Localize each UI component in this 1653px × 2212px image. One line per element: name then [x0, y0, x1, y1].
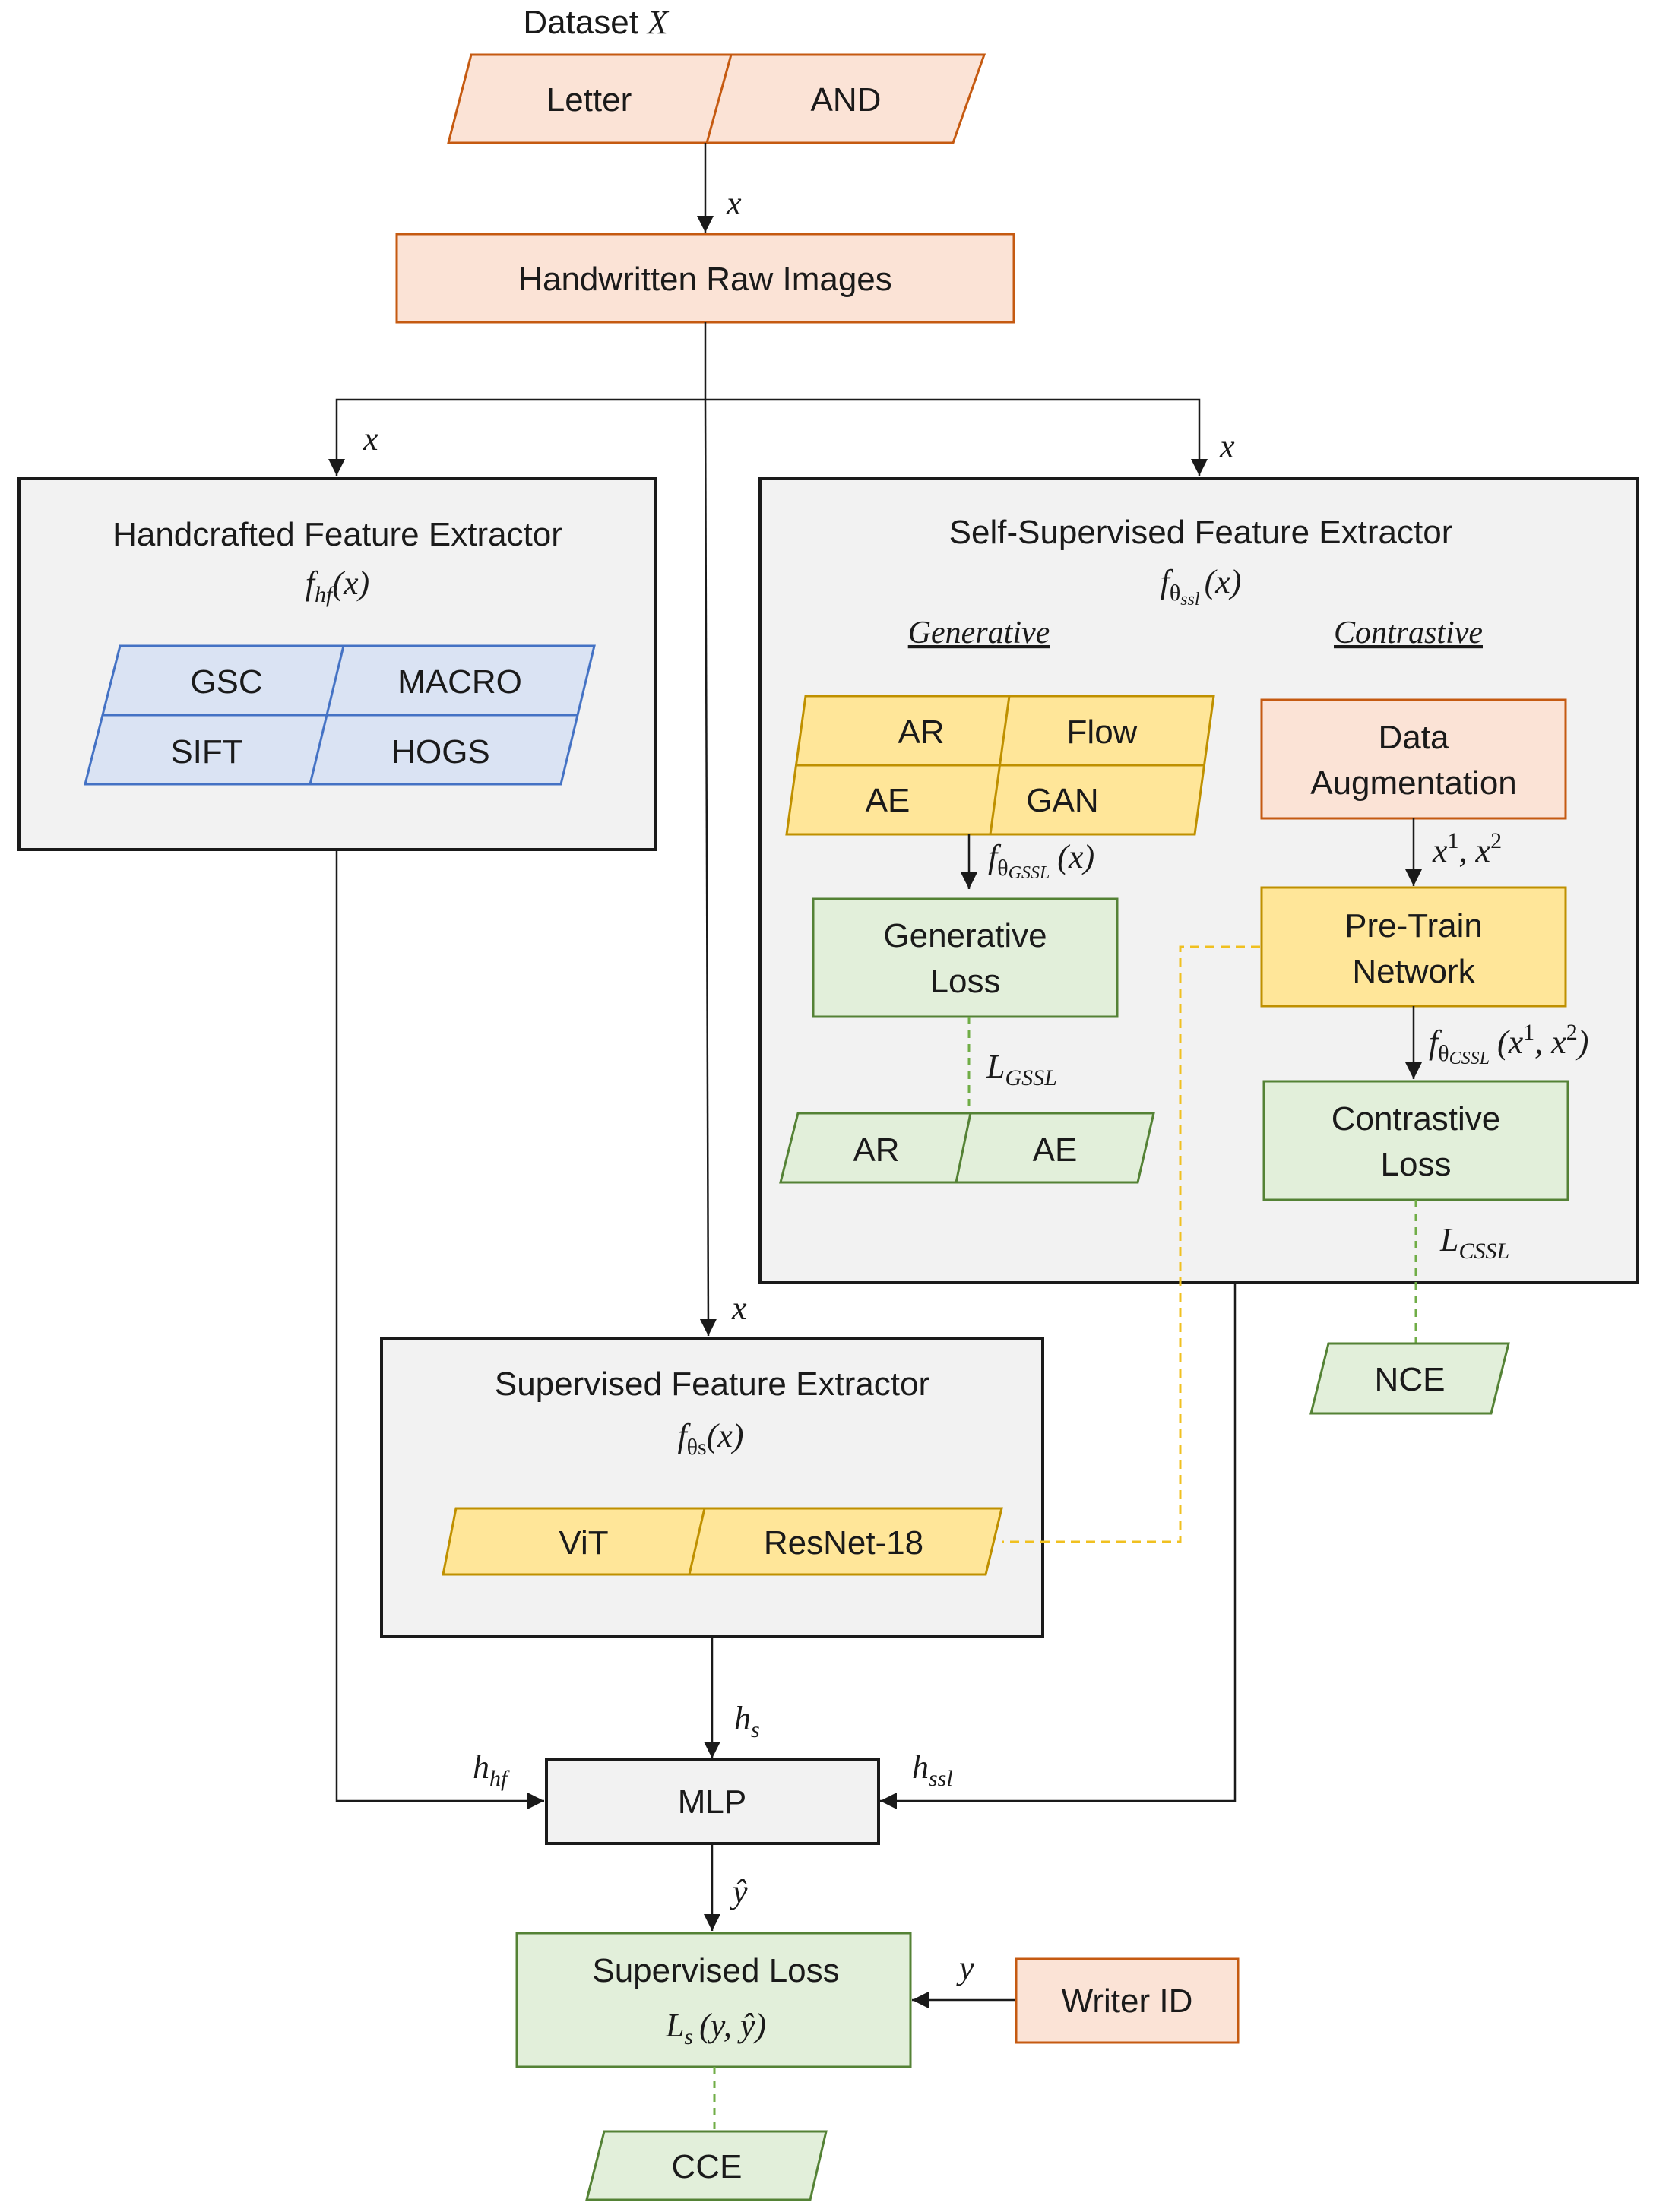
dataset-title-text: Dataset — [523, 4, 638, 41]
dataset-title: Dataset X — [523, 4, 670, 41]
handcrafted-extractor: Handcrafted Feature Extractor fhf(x) GSC… — [17, 477, 657, 851]
cssl-loss-var: LCSSL — [1439, 1221, 1509, 1264]
augmentation-line2: Augmentation — [1310, 764, 1517, 802]
writer-id-label: Writer ID — [1062, 1983, 1193, 2020]
supervised-loss-title: Supervised Loss — [592, 1952, 839, 1989]
contrastive-header: Contrastive — [1334, 615, 1483, 650]
generative-methods: AR Flow AE GAN — [785, 695, 1215, 836]
dataset-parallelogram: Letter AND — [447, 53, 986, 144]
handcrafted-title: Handcrafted Feature Extractor — [112, 516, 562, 553]
cssl-func-label: fθCSSL(x1, x2) — [1429, 1020, 1588, 1068]
edge-label-x-4: x — [731, 1290, 747, 1327]
ssl-title: Self-Supervised Feature Extractor — [949, 514, 1453, 551]
nce-label: NCE — [1375, 1361, 1446, 1398]
closs-line1: Contrastive — [1332, 1100, 1501, 1138]
gen-method-gan: GAN — [1026, 782, 1098, 819]
mlp-in-hf: hhf — [473, 1748, 510, 1791]
gen-loss-items: AR AE — [779, 1112, 1155, 1184]
mlp-in-ssl: hssl — [912, 1748, 953, 1791]
gen-loss-item-ae: AE — [1033, 1131, 1078, 1169]
supervised-loss-box: Supervised Loss Ls(y, ŷ) — [515, 1932, 912, 2068]
edge-label-x-3: x — [1219, 428, 1235, 465]
raw-images-box: Handwritten Raw Images — [395, 233, 1015, 324]
nce-box: NCE — [1309, 1342, 1510, 1415]
gen-loss-line1: Generative — [883, 917, 1047, 954]
augmentation-box: Data Augmentation — [1260, 698, 1567, 820]
supervised-extractor: Supervised Feature Extractor fθs(x) ViT … — [380, 1337, 1044, 1638]
gen-loss-item-ar: AR — [853, 1131, 899, 1169]
supervised-title: Supervised Feature Extractor — [495, 1365, 929, 1403]
gen-loss-line2: Loss — [930, 963, 1001, 1000]
method-hogs: HOGS — [391, 733, 490, 771]
mlp-box: MLP — [545, 1758, 880, 1845]
augmentation-line1: Data — [1379, 719, 1449, 756]
generative-loss-box: Generative Loss — [812, 897, 1119, 1018]
method-resnet: ResNet-18 — [764, 1524, 923, 1562]
cce-box: CCE — [585, 2130, 828, 2201]
method-gsc: GSC — [190, 663, 262, 701]
pretrain-resnet-link — [1002, 945, 1260, 1543]
raw-images-label: Handwritten Raw Images — [518, 261, 892, 298]
pretrain-line1: Pre-Train — [1344, 907, 1483, 945]
ssl-extractor: Self-Supervised Feature Extractor fθssl(… — [758, 477, 1639, 1284]
gen-method-flow: Flow — [1067, 714, 1138, 751]
dataset-var: X — [646, 4, 670, 41]
arrow-ssl-to-mlp — [880, 1283, 1237, 1809]
cce-label: CCE — [672, 2148, 743, 2185]
pretrain-line2: Network — [1352, 953, 1475, 990]
supervised-methods: ViT ResNet-18 — [442, 1507, 1003, 1576]
supervised-loss-formula: Ls(y, ŷ) — [665, 2007, 766, 2049]
dataset-item-and: AND — [811, 81, 882, 119]
mlp-label: MLP — [678, 1783, 746, 1821]
mlp-out: ŷ — [730, 1873, 748, 1910]
generative-header: Generative — [908, 615, 1050, 650]
arrow-hf-to-mlp — [335, 850, 544, 1809]
gen-func-label: fθGSSL(x) — [988, 838, 1094, 883]
target-label: y — [956, 1949, 974, 1986]
method-sift: SIFT — [170, 733, 242, 771]
gen-method-ae: AE — [866, 782, 910, 819]
supervised-func: fθs(x) — [677, 1417, 743, 1460]
aug-out-label: x1, x2 — [1432, 828, 1502, 869]
handcrafted-methods: GSC MACRO SIFT HOGS — [84, 644, 596, 786]
closs-line2: Loss — [1381, 1146, 1452, 1183]
gen-loss-var: LGSSL — [986, 1048, 1057, 1090]
dataset-item-letter: Letter — [546, 81, 632, 119]
contrastive-loss-box: Contrastive Loss — [1262, 1080, 1569, 1201]
edge-label-x-1: x — [726, 185, 742, 222]
method-macro: MACRO — [397, 663, 522, 701]
handcrafted-func: fhf(x) — [306, 565, 369, 607]
method-vit: ViT — [559, 1524, 608, 1562]
gen-method-ar: AR — [898, 714, 944, 751]
raw-images-distribution — [328, 322, 1208, 1337]
pretrain-box: Pre-Train Network — [1260, 886, 1567, 1008]
mlp-in-s: hs — [734, 1700, 760, 1742]
edge-label-x-2: x — [363, 420, 378, 457]
writer-id-box: Writer ID — [1015, 1957, 1240, 2044]
